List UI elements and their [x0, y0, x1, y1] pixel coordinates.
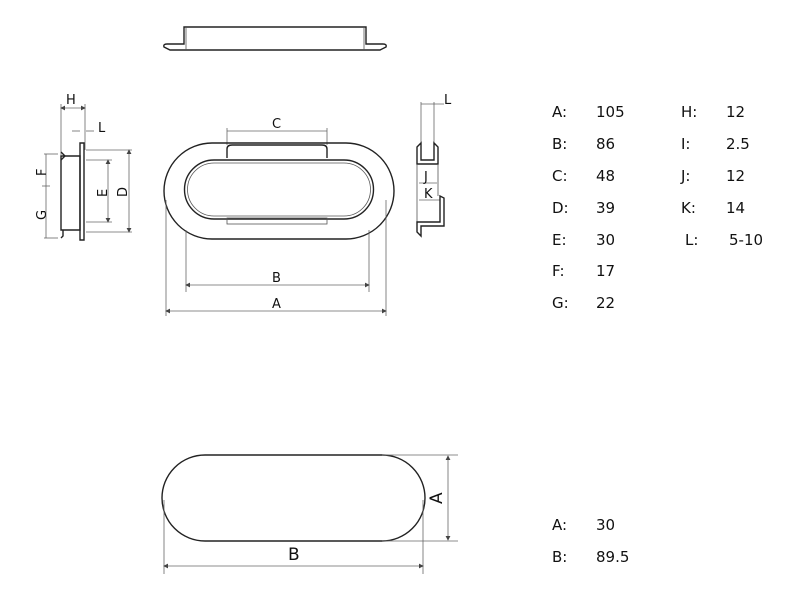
spec-row: A:30 — [552, 516, 616, 534]
spec-row: B:86 — [552, 135, 616, 153]
dim-label-e: E — [96, 189, 111, 197]
spec-row: I:2.5 — [681, 135, 750, 153]
dim-label-c: C — [272, 117, 281, 132]
dim-label-a-cutout: A — [427, 492, 447, 504]
spec-row: G:22 — [552, 294, 616, 312]
dim-label-l-section: L — [444, 93, 452, 108]
cutout-view: A B — [161, 454, 458, 574]
dim-label-a: A — [272, 297, 281, 312]
dim-label-h: H — [66, 93, 76, 108]
front-elevation-view — [163, 26, 387, 51]
dim-label-j: J — [423, 170, 428, 185]
spec-row: C:48 — [552, 167, 616, 185]
dim-label-b: B — [272, 271, 281, 286]
spec-row: D:39 — [552, 199, 616, 217]
spec-row: A:105 — [552, 103, 625, 121]
spec-row: L:5-10 — [685, 231, 764, 249]
dim-label-d: D — [116, 187, 131, 197]
dim-label-f: F — [35, 169, 50, 176]
spec-row: E:30 — [552, 231, 616, 249]
side-view: H L F G E D — [35, 93, 132, 241]
dim-label-b-cutout: B — [288, 545, 300, 565]
dim-label-k: K — [424, 187, 433, 202]
section-view: L J K — [416, 93, 452, 238]
spec-row: B:89.5 — [552, 548, 630, 566]
spec-row: J:12 — [681, 167, 746, 185]
spec-row: F:17 — [552, 262, 616, 280]
dim-label-l: L — [98, 121, 106, 136]
spec-row: K:14 — [681, 199, 746, 217]
spec-row: H:12 — [681, 103, 746, 121]
top-view: C B A — [163, 117, 395, 316]
dim-label-g: G — [35, 210, 50, 220]
